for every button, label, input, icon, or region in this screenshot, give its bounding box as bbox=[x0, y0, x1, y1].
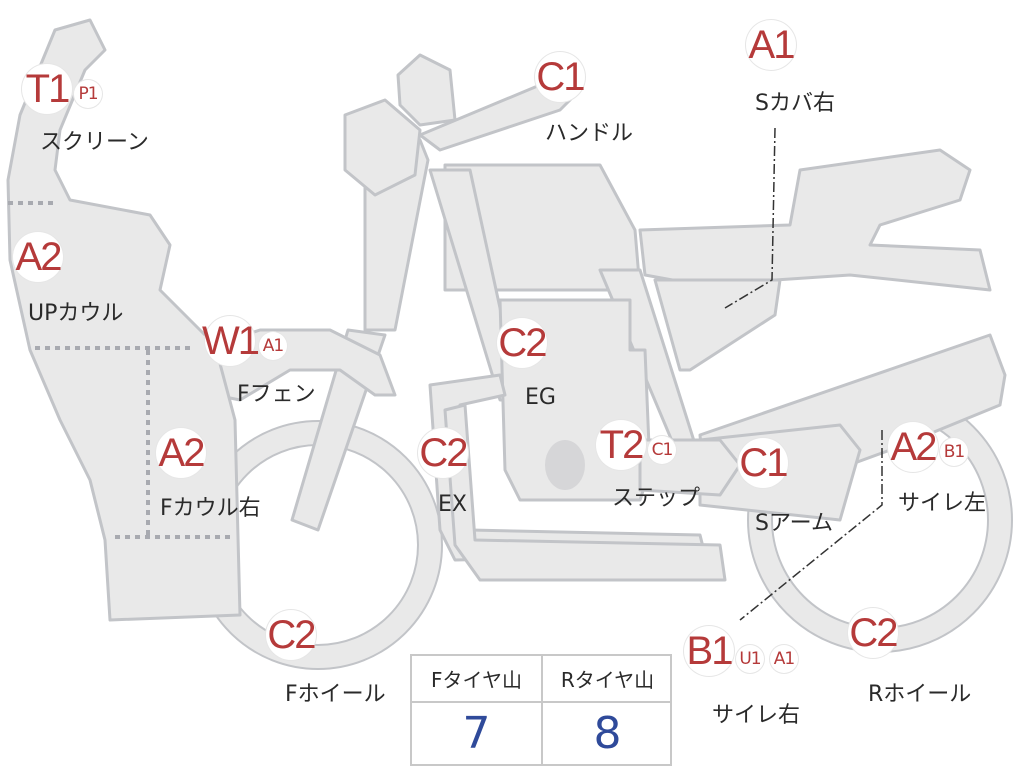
exhaust-code-badge: C2 bbox=[418, 428, 469, 478]
silencer-left-secondary-code-badge: B1 bbox=[940, 438, 968, 466]
tire-tread-table: Fタイヤ山 Rタイヤ山 7 8 bbox=[410, 654, 672, 766]
handlebar-code-badge: C1 bbox=[535, 52, 586, 102]
step-code-badge: T2 bbox=[596, 420, 646, 470]
rear-tire-tread-value: 8 bbox=[593, 708, 622, 759]
front-tire-tread-header: Fタイヤ山 bbox=[412, 656, 541, 703]
swingarm-code-badge: C1 bbox=[738, 438, 789, 488]
side-cover-right-code-badge: A1 bbox=[746, 20, 796, 70]
screen-label: スクリーン bbox=[40, 130, 149, 155]
exhaust-label: EX bbox=[438, 492, 467, 517]
side-cover-right-label: Sカバ右 bbox=[755, 91, 835, 116]
silencer-right-label: サイレ右 bbox=[712, 703, 801, 728]
step-label: ステップ bbox=[612, 486, 701, 511]
handlebar-label: ハンドル bbox=[545, 121, 634, 146]
front-tire-tread-value: 7 bbox=[462, 708, 491, 759]
side-cover-shape bbox=[653, 278, 782, 372]
leader-line-silencer bbox=[739, 430, 883, 621]
rear-wheel-code-badge: C2 bbox=[848, 608, 899, 658]
front-fender-label: Fフェン bbox=[237, 382, 316, 407]
silencer-right-tertiary-code-badge: A1 bbox=[770, 645, 798, 673]
table-divider bbox=[541, 656, 543, 764]
screen-code-badge: T1 bbox=[22, 64, 72, 114]
silencer-right-secondary-code-badge: U1 bbox=[736, 645, 764, 673]
engine-label: EG bbox=[525, 385, 556, 410]
seat-shape bbox=[638, 148, 992, 292]
engine-code-badge: C2 bbox=[497, 318, 548, 368]
silencer-right-code-badge: B1 bbox=[684, 626, 734, 676]
silencer-left-label: サイレ左 bbox=[898, 491, 987, 516]
swingarm-label: Sアーム bbox=[755, 511, 833, 536]
front-cowl-right-label: Fカウル右 bbox=[160, 496, 261, 521]
screen-secondary-code-badge: P1 bbox=[74, 80, 102, 108]
rear-tire-tread-header: Rタイヤ山 bbox=[543, 656, 672, 703]
front-fender-code-badge: W1 bbox=[202, 316, 260, 366]
rear-wheel-label: Rホイール bbox=[868, 682, 972, 707]
front-wheel-label: Fホイール bbox=[285, 682, 386, 707]
up-cowl-code-badge: A2 bbox=[13, 232, 63, 282]
leader-line-side-cover bbox=[724, 127, 776, 309]
step-secondary-code-badge: C1 bbox=[648, 436, 676, 464]
silencer-left-code-badge: A2 bbox=[888, 422, 938, 472]
front-wheel-code-badge: C2 bbox=[266, 610, 317, 660]
fuel-tank-shape bbox=[443, 163, 642, 292]
front-fender-secondary-code-badge: A1 bbox=[259, 332, 287, 360]
up-cowl-label: UPカウル bbox=[28, 301, 124, 326]
front-cowl-right-code-badge: A2 bbox=[156, 428, 206, 478]
